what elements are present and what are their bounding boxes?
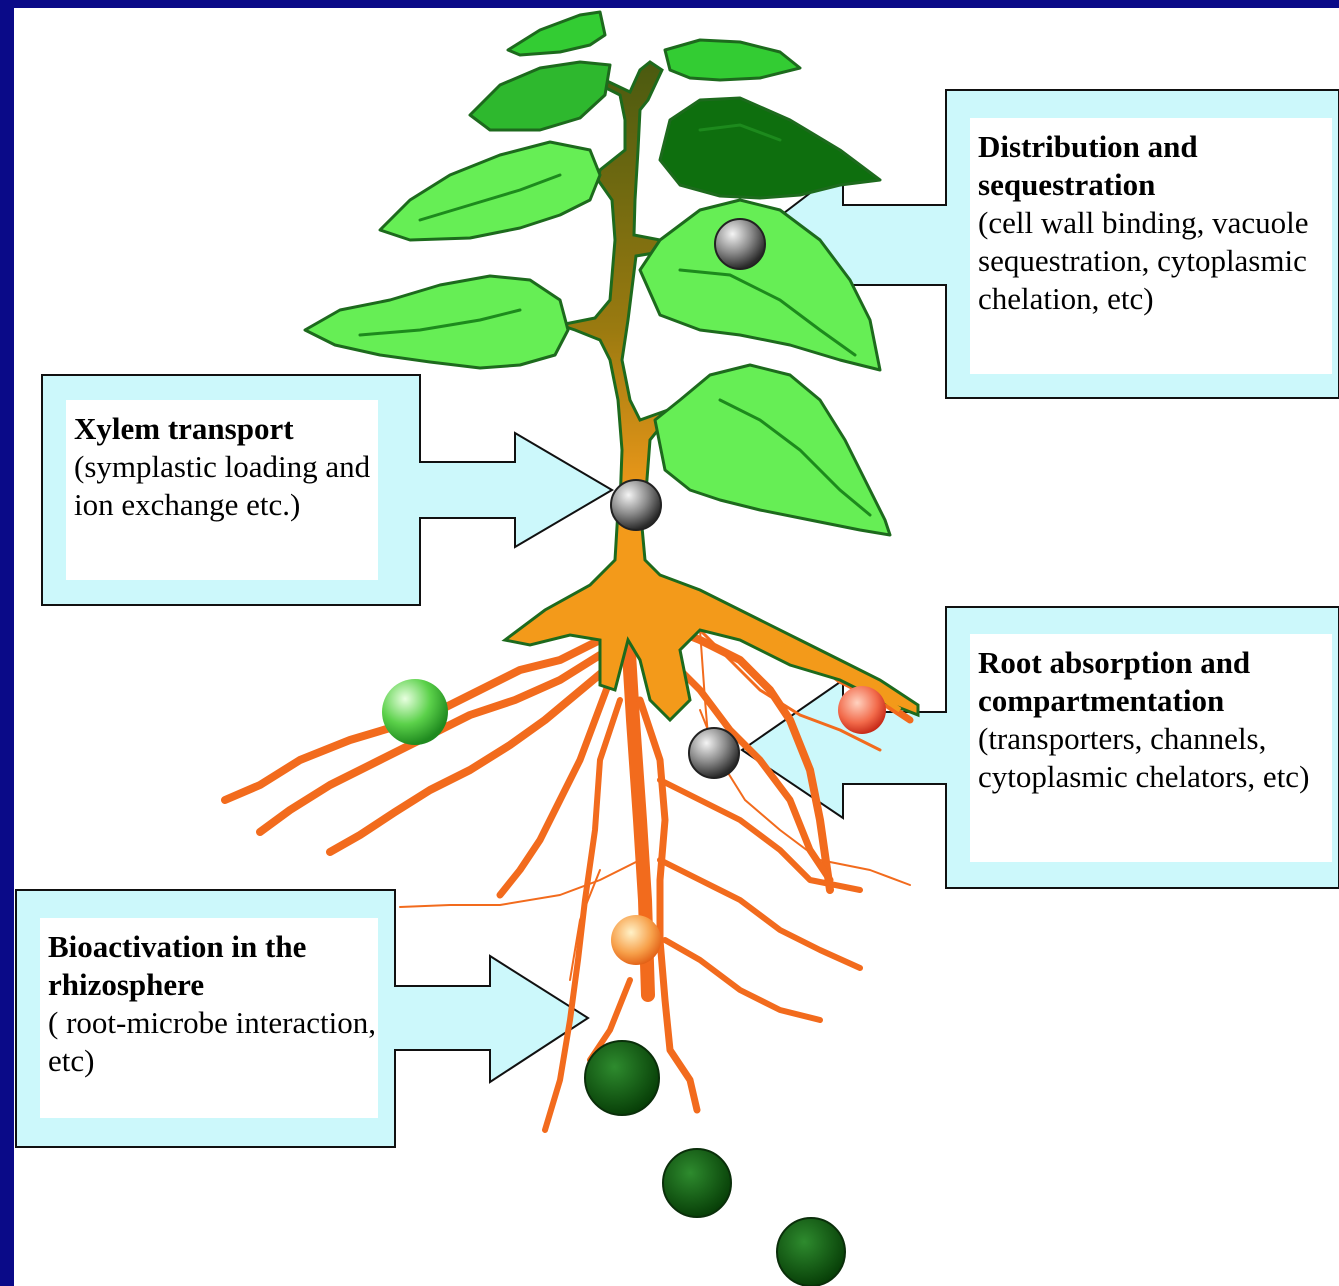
bioactivation-label: Bioactivation in the rhizosphere ( root-… xyxy=(40,918,378,1118)
leaf-mid-left xyxy=(378,140,602,242)
distribution-desc: (cell wall binding, vacuole sequestratio… xyxy=(978,205,1309,316)
grey-ion-root xyxy=(688,727,740,779)
dark-ion-1 xyxy=(584,1040,660,1116)
bioactivation-desc: ( root-microbe interaction, etc) xyxy=(48,1005,376,1078)
distribution-title: Distribution and sequestration xyxy=(978,129,1198,202)
leaf-top-right xyxy=(663,38,802,82)
root-absorption-desc: (transporters, channels, cytoplasmic che… xyxy=(978,721,1310,794)
xylem-title: Xylem transport xyxy=(74,411,294,446)
leaf-veins xyxy=(358,123,872,517)
distribution-label: Distribution and sequestration (cell wal… xyxy=(970,118,1332,374)
ions xyxy=(382,218,886,1286)
dark-ion-2 xyxy=(662,1148,732,1218)
leaf-mid-right xyxy=(638,198,882,372)
red-ion xyxy=(838,686,886,734)
dark-ion-3 xyxy=(776,1217,846,1286)
xylem-label: Xylem transport (symplastic loading and … xyxy=(66,400,378,580)
bioactivation-title: Bioactivation in the rhizosphere xyxy=(48,929,307,1002)
root-absorption-title: Root absorption and compartmentation xyxy=(978,645,1251,718)
xylem-desc: (symplastic loading and ion exchange etc… xyxy=(74,449,371,522)
grey-ion-distribution xyxy=(714,218,766,270)
orange-ion xyxy=(611,915,661,965)
leaf-top-left xyxy=(506,10,607,57)
leaf-lower-left xyxy=(303,274,570,370)
leaf-upper-left xyxy=(468,60,612,132)
leaf-lower-right xyxy=(653,363,892,537)
leaf-right-dark xyxy=(658,96,882,200)
grey-ion-xylem xyxy=(610,479,662,531)
root-absorption-label: Root absorption and compartmentation (tr… xyxy=(970,634,1332,862)
root-crown xyxy=(501,498,920,723)
green-ion xyxy=(382,679,448,745)
